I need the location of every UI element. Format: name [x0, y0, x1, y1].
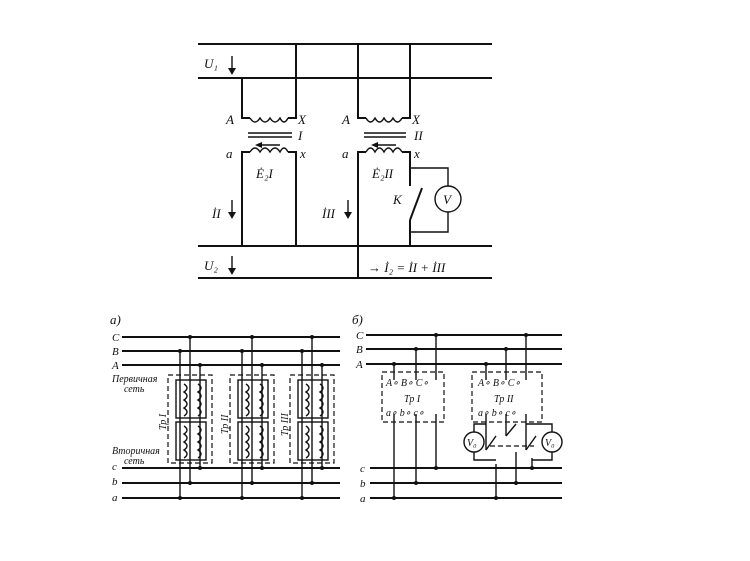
svg-text:A: A	[355, 359, 363, 371]
svg-text:Тр III: Тр III	[280, 413, 291, 436]
svg-text:c: c	[112, 461, 117, 473]
svg-text:a∘ b∘ c∘: a∘ b∘ c∘	[386, 408, 424, 419]
svg-text:A: A	[111, 360, 119, 372]
svg-text:B: B	[112, 346, 119, 358]
svg-text:Тр II: Тр II	[494, 394, 514, 405]
svg-text:Вторичная: Вторичная	[112, 446, 160, 457]
svg-text:a∘ b∘ c∘: a∘ b∘ c∘	[478, 408, 516, 419]
svg-text:I: I	[297, 128, 303, 143]
tr-a-3: Тр III	[280, 335, 335, 500]
svg-text:X: X	[297, 112, 307, 127]
voltmeter	[434, 185, 462, 213]
svg-text:A∘ B∘ C∘: A∘ B∘ C∘	[477, 378, 521, 389]
svg-text:a: a	[112, 492, 118, 504]
top-diagram: U₁ U₂ A X a x I Ė₂I İI	[198, 43, 492, 279]
svg-text:A: A	[225, 112, 234, 127]
t1-primary-coil	[249, 116, 289, 123]
svg-text:C: C	[112, 332, 120, 344]
u1-label: U₁	[204, 56, 218, 71]
svg-text:сеть: сеть	[124, 456, 145, 467]
tr-a-2: Тр II	[220, 335, 275, 500]
u2-arrowhead	[228, 268, 236, 275]
svg-text:V₀: V₀	[545, 438, 555, 449]
transformer-1: A X a x I Ė₂I İI	[211, 44, 307, 246]
e2ii-label: Ė₂II	[371, 166, 394, 181]
svg-text:a: a	[342, 146, 349, 161]
svg-text:сеть: сеть	[124, 384, 145, 395]
svg-text:V₀: V₀	[467, 438, 477, 449]
svg-text:c: c	[360, 463, 365, 475]
svg-text:Тр II: Тр II	[220, 414, 231, 434]
tr-a-1: Тр I	[158, 335, 213, 500]
svg-text:C: C	[356, 330, 364, 342]
diagram-b: б) C B A c b a A∘ B∘ C∘ a∘ b∘ c∘ Тр I	[352, 312, 563, 505]
svg-text:Тр I: Тр I	[404, 394, 421, 405]
svg-text:b: b	[112, 476, 118, 488]
transformer-2: V K A X a x II Ė₂II İII	[321, 44, 462, 278]
svg-text:a: a	[360, 493, 366, 505]
u2-label: U₂	[204, 258, 218, 273]
current-i-label: İI	[211, 206, 221, 221]
svg-text:б): б)	[352, 312, 363, 327]
tr-b-1: A∘ B∘ C∘ a∘ b∘ c∘ Тр I	[381, 333, 445, 500]
svg-text:A: A	[341, 112, 350, 127]
t2-primary-coil	[365, 116, 403, 123]
svg-text:A∘ B∘ C∘: A∘ B∘ C∘	[385, 378, 429, 389]
t2-secondary-coil	[365, 147, 403, 154]
svg-text:x: x	[299, 146, 306, 161]
svg-text:V: V	[443, 192, 453, 207]
svg-text:II: II	[413, 128, 423, 143]
svg-text:X: X	[411, 112, 421, 127]
current-sum-label: → İ₂ = İI + İII	[368, 260, 446, 275]
svg-text:Тр I: Тр I	[158, 413, 169, 430]
tr-b-2: A∘ B∘ C∘ a∘ b∘ c∘ Тр II V₀ V₀	[463, 333, 563, 500]
svg-text:a: a	[226, 146, 233, 161]
svg-text:Первичная: Первичная	[111, 374, 158, 385]
svg-text:a): a)	[110, 312, 121, 327]
diagram-a: a) C B A c b a Первичная сеть Вторичная …	[110, 312, 340, 504]
current-ii-label: İII	[321, 206, 336, 221]
svg-text:K: K	[392, 192, 403, 207]
u1-arrowhead	[228, 68, 236, 75]
switch-k	[409, 187, 423, 221]
svg-text:x: x	[413, 146, 420, 161]
t1-secondary-coil	[249, 147, 289, 154]
svg-text:b: b	[360, 478, 366, 490]
e2i-label: Ė₂I	[255, 166, 273, 181]
svg-text:B: B	[356, 344, 363, 356]
